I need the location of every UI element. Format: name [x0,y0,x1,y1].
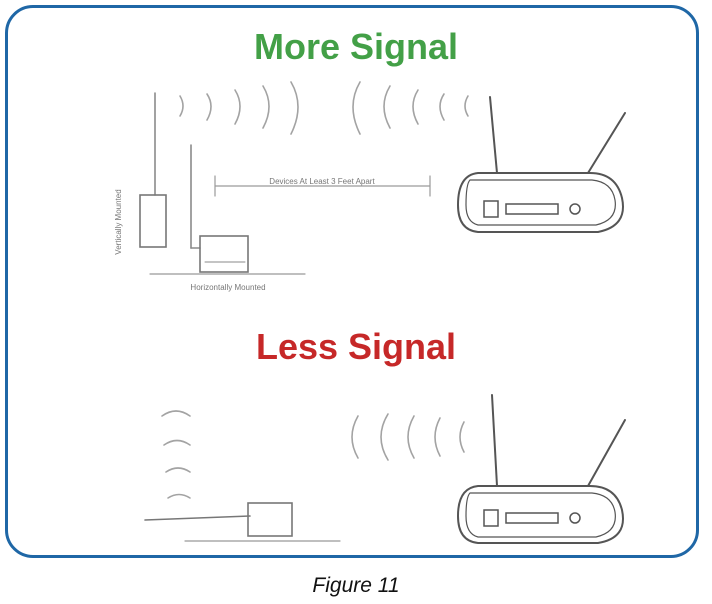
signal-waves-outgoing-top [179,81,299,135]
router-bottom [456,394,626,544]
figure-caption: Figure 11 [312,574,400,597]
wifi-placement-illustration: Devices At Least 3 Feet Apart Vertically… [114,81,626,544]
vertical-device-top [139,92,167,248]
signal-waves-incoming-top [352,81,469,135]
figure-frame [5,5,699,558]
horizontal-device-bottom [144,502,341,542]
vertical-mount-label: Vertically Mounted [114,189,123,254]
separation-label: Devices At Least 3 Feet Apart [269,177,375,186]
signal-waves-incoming-bottom [351,413,465,461]
less-signal-heading: Less Signal [255,326,457,367]
separation-dimension-line [214,175,431,197]
router-top [456,96,626,233]
signal-waves-outgoing-bottom [161,410,191,499]
horizontal-mount-label: Horizontally Mounted [190,283,265,292]
horizontal-device-top [190,144,249,273]
more-signal-heading: More Signal [253,26,459,67]
